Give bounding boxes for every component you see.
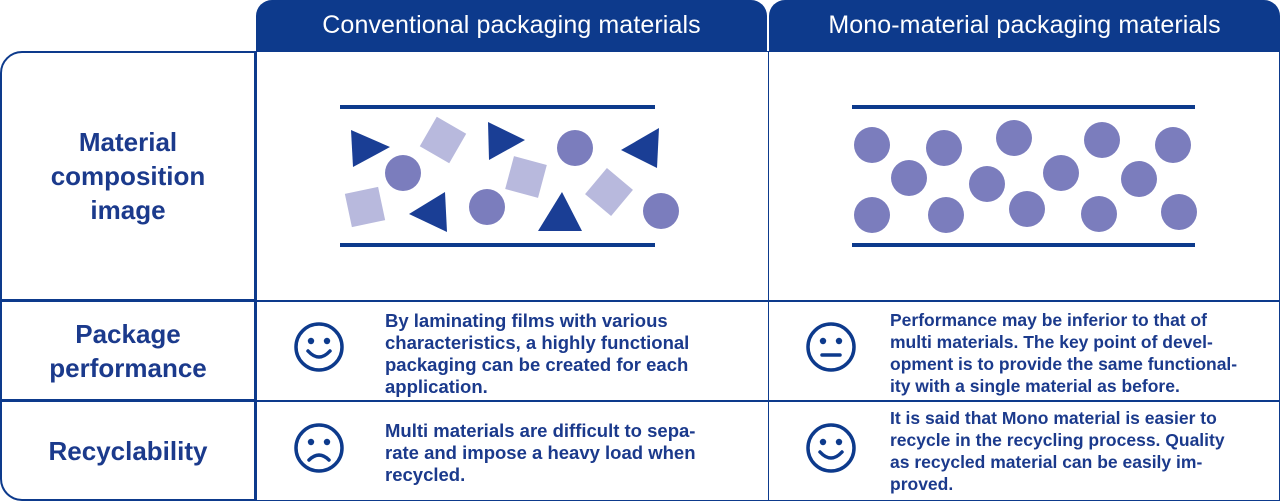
recyclability-conventional: Multi materials are difficult to sepa- r… <box>256 401 769 501</box>
header-mono-material: Mono-material packaging materials <box>769 0 1280 51</box>
text-line: application. <box>385 376 488 397</box>
text-line: opment is to provide the same functional… <box>890 354 1238 374</box>
circle-particle <box>1155 127 1191 163</box>
text-line: ity with a single material as before. <box>890 376 1180 396</box>
circle-particle <box>926 130 962 166</box>
triangle-particle <box>538 192 582 231</box>
row-label-composition: Material composition image <box>0 51 256 301</box>
text-line: Performance may be inferior to that of <box>890 310 1208 330</box>
triangle-particle <box>621 128 659 168</box>
circle-particle <box>854 127 890 163</box>
square-particle <box>419 116 467 164</box>
square-particle <box>585 168 633 216</box>
row-label-line: Package <box>75 318 181 349</box>
row-label-line: Recyclability <box>48 435 208 466</box>
circle-particle <box>1121 161 1157 197</box>
circle-particle <box>643 193 679 229</box>
text-line: as recycled material can be easily im- <box>890 452 1203 472</box>
circle-particle <box>557 130 593 166</box>
circle-particle <box>1084 122 1120 158</box>
recyclability-mono-material: It is said that Mono material is easier … <box>768 401 1280 501</box>
row-label-line: performance <box>49 352 207 383</box>
text-line: multi materials. The key point of devel- <box>890 332 1213 352</box>
text-line: It is said that Mono material is easier … <box>890 408 1217 428</box>
text-line: By laminating films with various <box>385 310 668 331</box>
header-conventional: Conventional packaging materials <box>256 0 767 51</box>
mono-material-illustration <box>852 105 1197 247</box>
row-label-performance: Package performance <box>0 301 256 401</box>
multi-material-illustration <box>340 105 679 247</box>
composition-mono-material <box>768 51 1280 301</box>
circle-particle <box>385 155 421 191</box>
neutral-face-icon <box>806 322 856 372</box>
text-line: recycle in the recycling process. Qualit… <box>890 430 1225 450</box>
circle-particle <box>469 189 505 225</box>
performance-mono-material: Performance may be inferior to that of m… <box>768 301 1280 401</box>
text-line: packaging can be created for each <box>385 354 689 375</box>
row-label-line: Material <box>78 127 178 157</box>
circle-particle <box>969 166 1005 202</box>
circle-particle <box>1081 196 1117 232</box>
text-line: Multi materials are difficult to sepa- <box>385 420 696 441</box>
smile-face-icon <box>806 423 856 473</box>
circle-particle <box>1161 194 1197 230</box>
triangle-particle <box>351 130 390 167</box>
performance-conventional-text: By laminating films with various charact… <box>385 310 689 398</box>
smile-face-icon <box>294 322 344 372</box>
triangle-particle <box>488 122 525 160</box>
circle-particle <box>996 120 1032 156</box>
text-line: characteristics, a highly functional <box>385 332 690 353</box>
circle-particle <box>928 197 964 233</box>
circle-particle <box>891 160 927 196</box>
composition-conventional <box>256 51 769 301</box>
text-line: recycled. <box>385 464 466 485</box>
recyclability-conventional-text: Multi materials are difficult to sepa- r… <box>385 420 696 486</box>
recyclability-mono-text: It is said that Mono material is easier … <box>890 407 1225 495</box>
circle-particle <box>854 197 890 233</box>
text-line: proved. <box>890 474 954 494</box>
circle-particle <box>1043 155 1079 191</box>
row-label-line: composition <box>50 161 206 191</box>
square-particle <box>344 186 386 228</box>
square-particle <box>505 156 547 198</box>
circle-particle <box>1009 191 1045 227</box>
performance-conventional: By laminating films with various charact… <box>256 301 769 401</box>
sad-face-icon <box>294 423 344 473</box>
text-line: rate and impose a heavy load when <box>385 442 696 463</box>
triangle-particle <box>409 192 447 232</box>
row-label-line: image <box>90 195 166 225</box>
row-label-recyclability: Recyclability <box>0 401 256 501</box>
performance-mono-text: Performance may be inferior to that of m… <box>890 309 1237 397</box>
